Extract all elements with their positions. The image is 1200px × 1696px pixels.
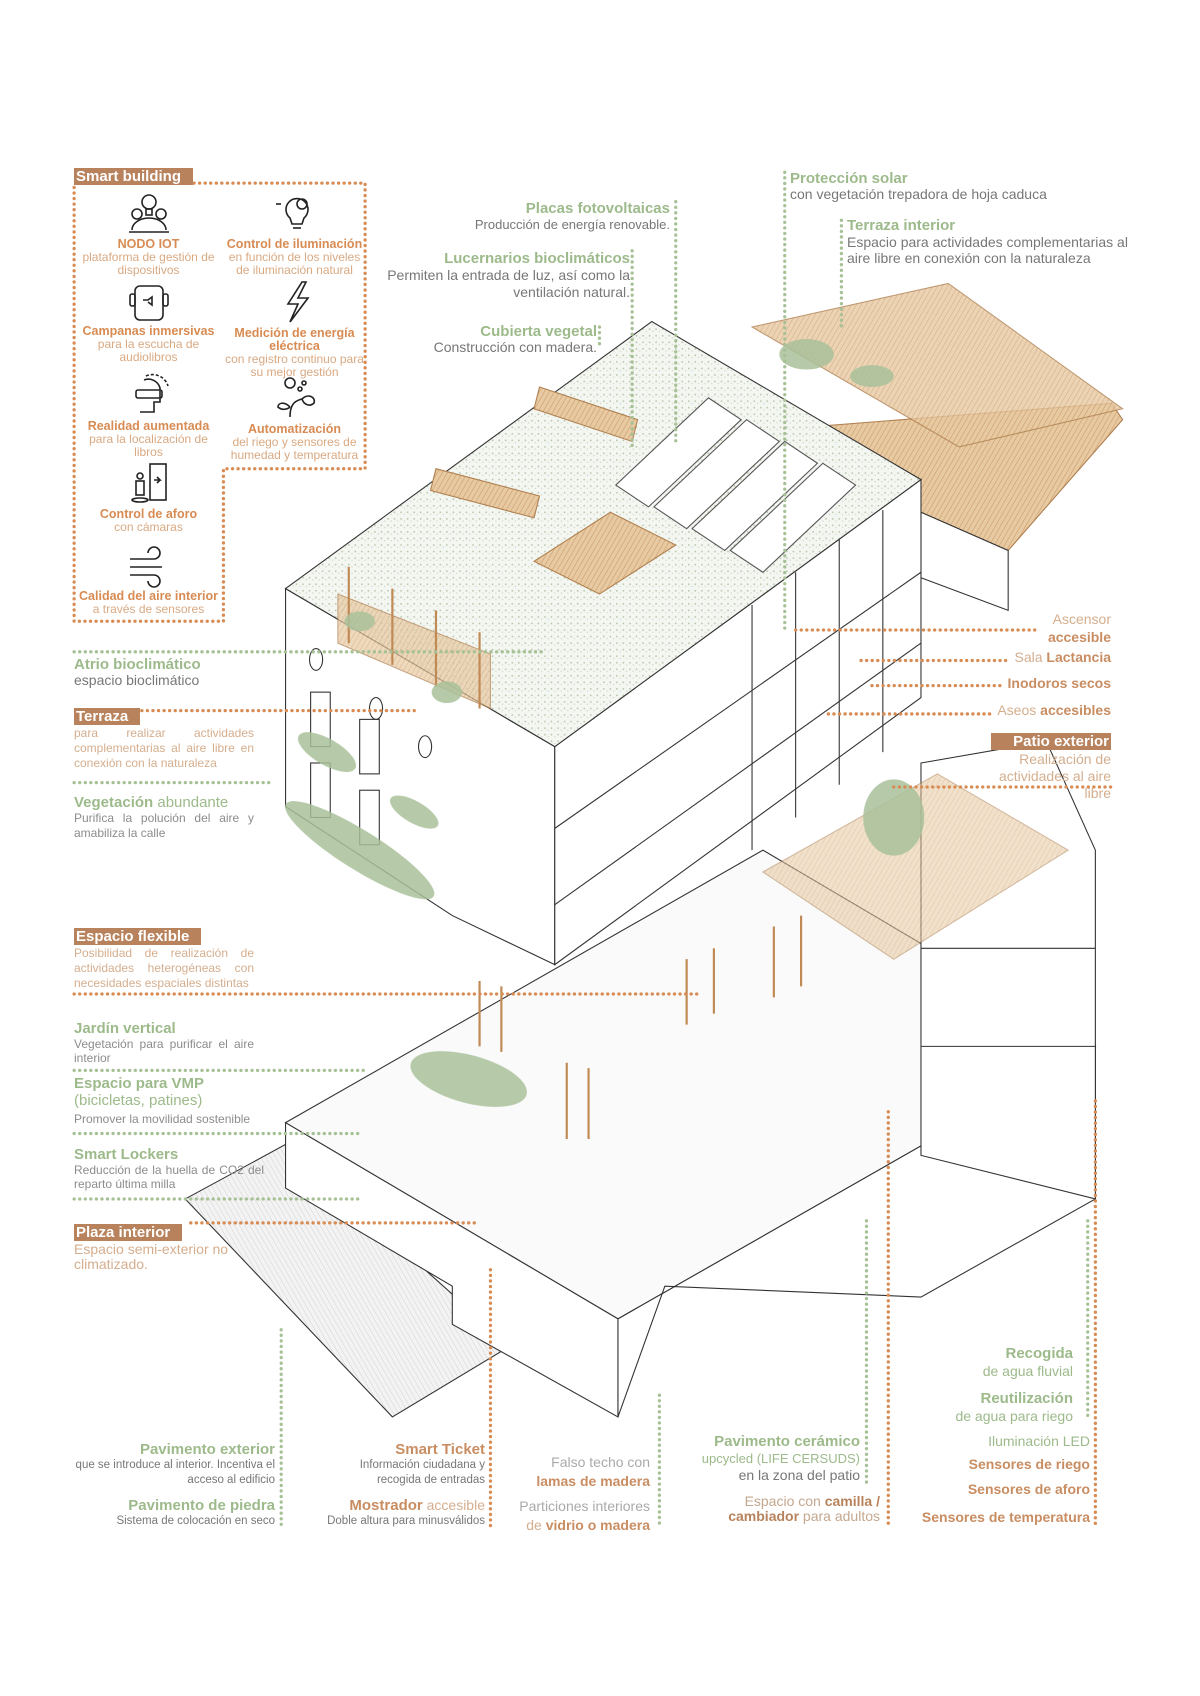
label-sensores-riego: Sensores de riego	[968, 1456, 1090, 1472]
reutilizacion-desc: de agua para riego	[955, 1408, 1073, 1424]
label-iluminacion-led: Iluminación LED	[988, 1433, 1090, 1449]
person-door-icon	[124, 460, 174, 504]
smart-building-frame	[72, 181, 367, 623]
pergola	[750, 282, 1124, 448]
camilla-bold: camilla /	[824, 1493, 880, 1509]
solar-panels	[614, 397, 857, 573]
vegetation	[285, 339, 925, 1107]
label-camilla: Espacio con camilla / cambiador para adul…	[660, 1494, 880, 1524]
lactancia-bold: Lactancia	[1046, 649, 1111, 665]
audio-headphones-icon	[124, 280, 174, 324]
skylights	[429, 386, 677, 595]
vr-headset-icon	[124, 372, 174, 416]
label-inodoros-secos: Inodoros secos	[1007, 675, 1111, 691]
label-sala-lactancia: Sala Lactancia	[1014, 649, 1111, 665]
wind-icon	[124, 545, 174, 589]
plant-gear-icon	[272, 375, 322, 419]
ceramico-line3: en la zona del patio	[738, 1467, 860, 1483]
vegetacion-title-rest: abundante	[153, 794, 229, 811]
label-espacio-vmp: Espacio para VMP(bicicletas, patines)Pro…	[74, 1075, 274, 1127]
label-aseos-accesibles: Aseos accesibles	[997, 702, 1111, 718]
lactancia-pre: Sala	[1014, 649, 1047, 665]
camilla-bold2: cambiador	[728, 1508, 800, 1524]
aseos-pre: Aseos	[997, 702, 1041, 718]
particiones-pre2: de	[526, 1517, 546, 1533]
lightning-icon	[272, 280, 322, 324]
iot-gears-bulb-icon	[124, 190, 174, 234]
vmp-sub: (bicicletas, patines)	[74, 1092, 203, 1109]
ceramico-line2: upcycled (LIFE CERSUDS)	[701, 1451, 860, 1466]
bulb-gear-icon	[272, 190, 322, 234]
camilla-pre: Espacio con	[744, 1493, 825, 1509]
camilla-post: para adultos	[799, 1508, 880, 1524]
aseos-bold: accesibles	[1040, 702, 1111, 718]
mostrador-title: Mostrador	[349, 1497, 423, 1514]
label-sensores-temperatura: Sensores de temperatura	[921, 1509, 1090, 1525]
label-sensores-aforo: Sensores de aforo	[967, 1481, 1090, 1497]
recogida-desc: de agua fluvial	[982, 1363, 1073, 1379]
mostrador-rest: accesible	[422, 1497, 485, 1513]
smart-building-title: Smart building	[74, 168, 193, 185]
vegetacion-title: Vegetación	[74, 794, 154, 811]
particiones-bold: vidrio o madera	[545, 1517, 650, 1533]
